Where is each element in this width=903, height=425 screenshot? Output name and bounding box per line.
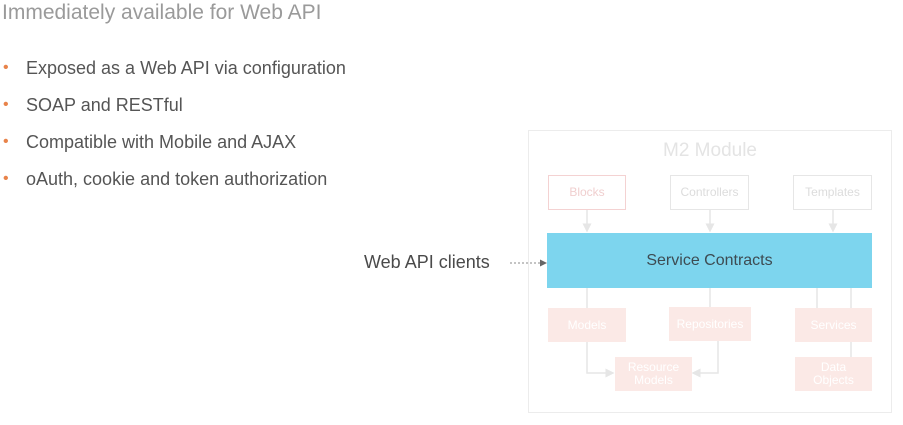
resource-models-label-line1: Resource bbox=[627, 360, 680, 374]
module-title: M2 Module bbox=[663, 140, 757, 161]
bullet-text: Exposed as a Web API via configuration bbox=[26, 58, 346, 78]
models-box: Models bbox=[548, 308, 626, 342]
list-item: • oAuth, cookie and token authorization bbox=[0, 169, 346, 206]
blocks-label: Blocks bbox=[569, 185, 605, 199]
bullet-text: Compatible with Mobile and AJAX bbox=[26, 132, 297, 152]
bullet-icon: • bbox=[3, 133, 9, 150]
repositories-to-resource-connector bbox=[691, 341, 719, 378]
web-api-clients-label: Web API clients bbox=[364, 252, 490, 272]
module-frame bbox=[528, 130, 892, 413]
bullet-text: oAuth, cookie and token authorization bbox=[26, 169, 328, 189]
service-contracts-box: Service Contracts bbox=[547, 233, 872, 288]
controllers-box: Controllers bbox=[670, 175, 749, 210]
blocks-box: Blocks bbox=[548, 175, 626, 210]
service-contracts-label: Service Contracts bbox=[646, 252, 773, 269]
services-box: Services bbox=[795, 308, 872, 342]
controllers-label: Controllers bbox=[680, 185, 739, 199]
repositories-box: Repositories bbox=[669, 307, 751, 341]
resource-models-label-line2: Models bbox=[634, 373, 673, 387]
bullet-text: SOAP and RESTful bbox=[26, 95, 183, 115]
models-label: Models bbox=[567, 317, 607, 332]
bullet-icon: • bbox=[3, 96, 9, 113]
list-item: • Compatible with Mobile and AJAX bbox=[0, 132, 346, 169]
resource-models-box: Resource Models bbox=[615, 357, 692, 391]
bullet-icon: • bbox=[3, 170, 9, 187]
list-item: • SOAP and RESTful bbox=[0, 95, 346, 132]
bullet-icon: • bbox=[3, 59, 9, 76]
data-objects-box: Data Objects bbox=[795, 357, 872, 391]
page-title: Immediately available for Web API bbox=[2, 1, 322, 24]
data-objects-label-line2: Objects bbox=[813, 373, 854, 387]
templates-label: Templates bbox=[805, 185, 860, 199]
models-to-resource-connector bbox=[586, 342, 615, 378]
repositories-label: Repositories bbox=[676, 316, 744, 331]
list-item: • Exposed as a Web API via configuration bbox=[0, 58, 346, 95]
services-label: Services bbox=[810, 317, 857, 332]
templates-box: Templates bbox=[793, 175, 872, 210]
data-objects-label-line1: Data bbox=[820, 360, 847, 374]
feature-list: •Exposed as a Web API via configuration … bbox=[0, 58, 346, 206]
